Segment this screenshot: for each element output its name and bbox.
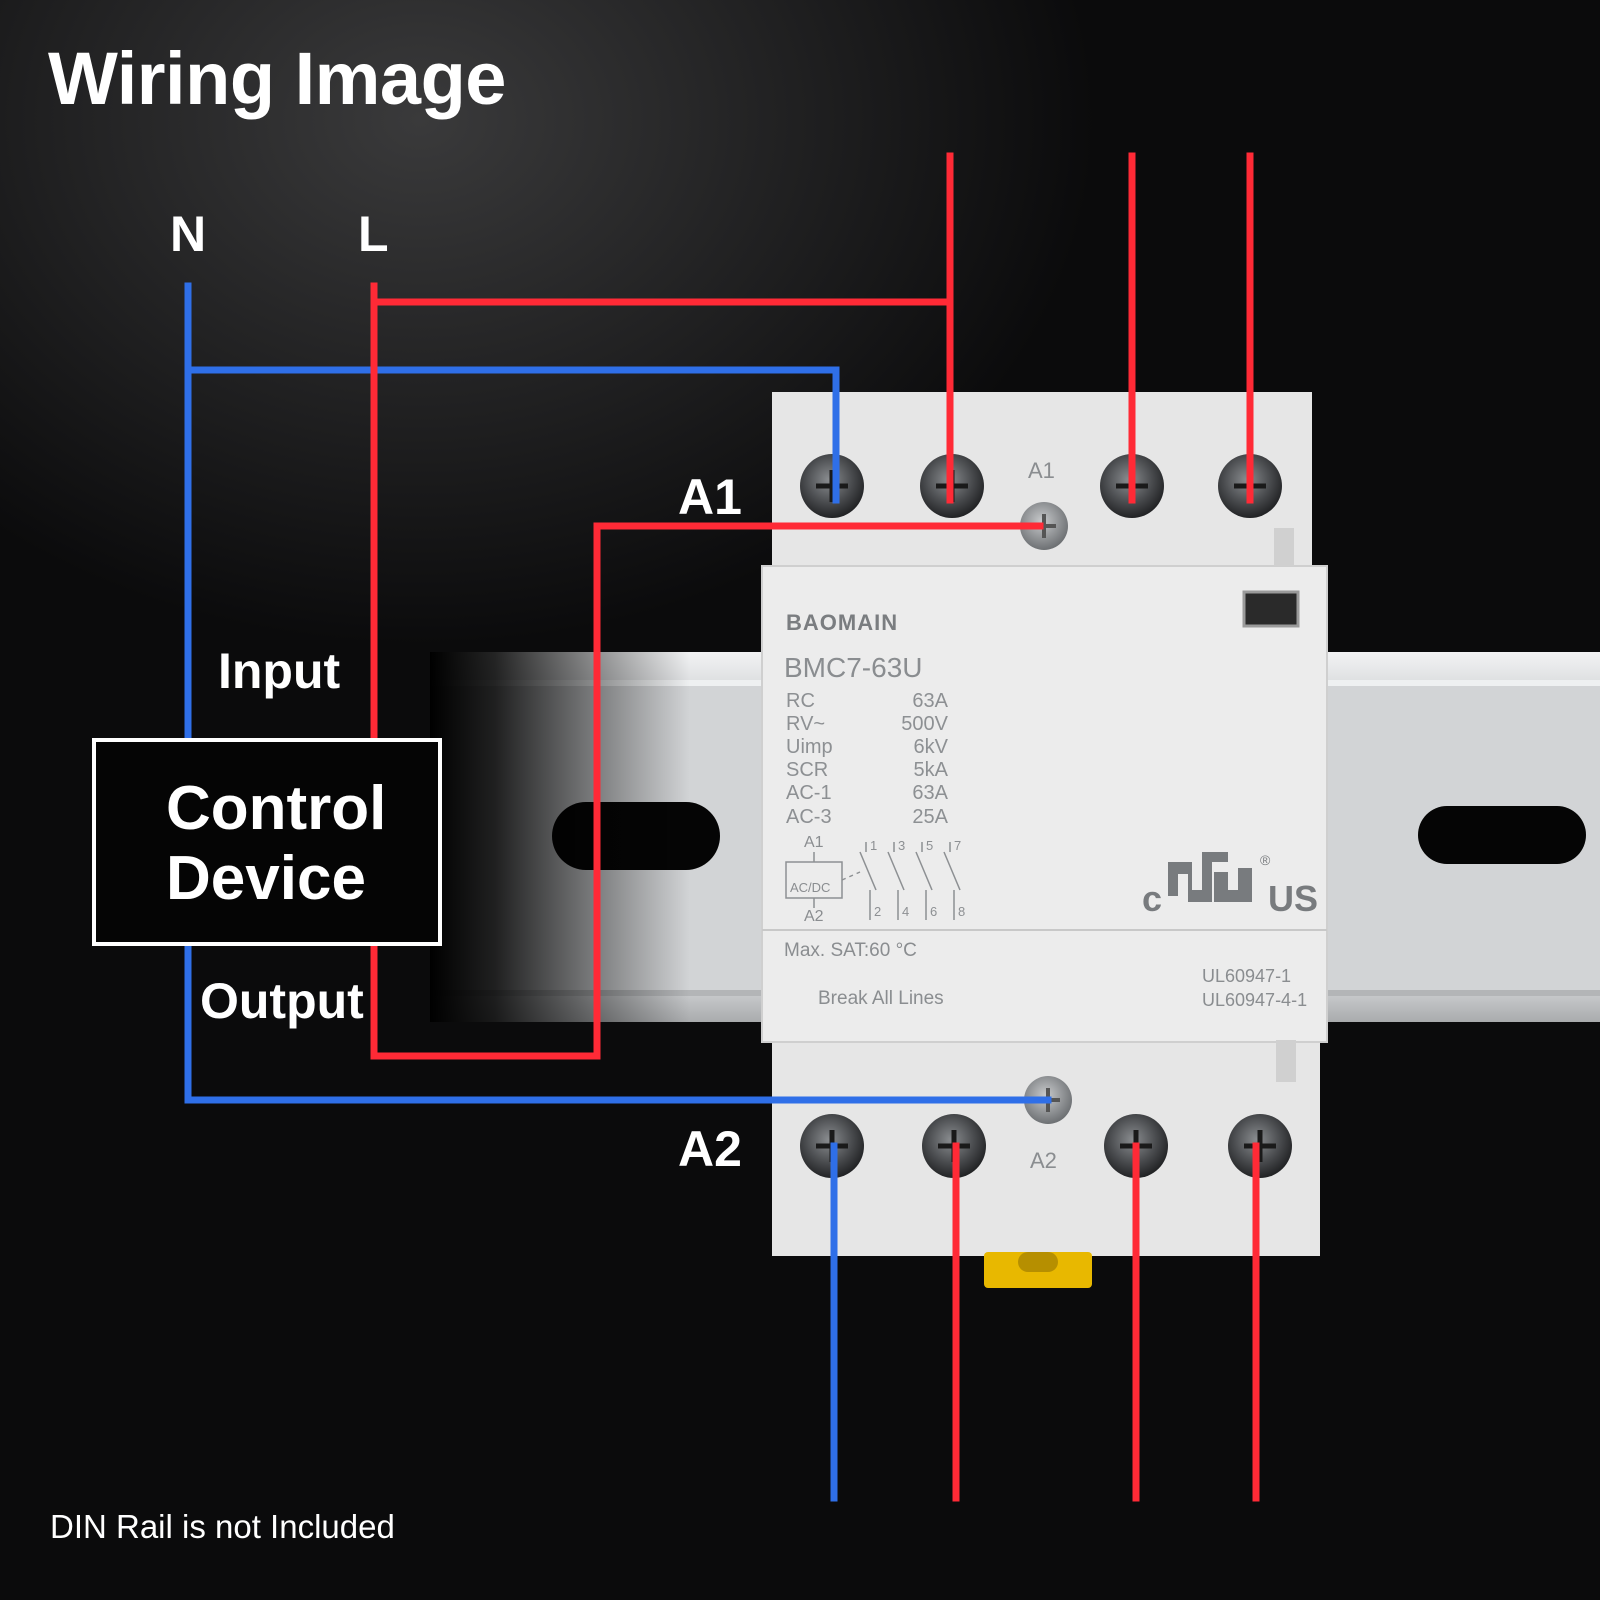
schematic-num-1: 1 <box>870 838 877 853</box>
contact-schematic <box>785 842 961 920</box>
terminal-a2-label: A2 <box>678 1121 742 1177</box>
max-temp: Max. SAT:60 °C <box>784 940 917 961</box>
spec-key: SCR <box>786 759 829 781</box>
ul-mark <box>1168 852 1252 902</box>
terminal-a1-label: A1 <box>678 469 742 525</box>
control-device-label: Control Device <box>166 774 386 914</box>
schematic-num-2: 2 <box>874 904 881 919</box>
neutral-wire <box>184 282 1052 1502</box>
cert-registered: ® <box>1260 852 1271 868</box>
control-device-line2: Device <box>166 844 366 913</box>
schematic-a2: A2 <box>804 908 824 925</box>
spec-value: 63A <box>912 690 948 712</box>
neutral-label: N <box>170 206 207 262</box>
schematic-coil: AC/DC <box>790 880 831 895</box>
control-device-box: Control Device <box>92 738 442 946</box>
terminal-a2-mark: A2 <box>1030 1148 1057 1173</box>
cert-c: c <box>1142 878 1163 919</box>
spec-key: RV~ <box>786 713 826 735</box>
schematic-num-3: 3 <box>898 838 905 853</box>
schematic-num-5: 5 <box>926 838 933 853</box>
standard: UL60947-4-1 <box>1202 990 1308 1010</box>
spec-key: Uimp <box>786 736 833 758</box>
spec-key: AC-3 <box>786 806 832 828</box>
indicator-window <box>1242 590 1300 628</box>
cert-us: US <box>1268 878 1319 919</box>
input-label: Input <box>218 643 341 699</box>
break-note: Break All Lines <box>818 988 944 1009</box>
control-device-line1: Control <box>166 774 387 843</box>
spec-value: 6kV <box>913 736 948 758</box>
device-model: BMC7-63U <box>784 652 923 683</box>
line-label: L <box>358 206 389 262</box>
terminal-a1-mark: A1 <box>1028 458 1055 483</box>
footnote: DIN Rail is not Included <box>50 1508 395 1545</box>
page-title: Wiring Image <box>48 37 506 120</box>
device-brand: BAOMAIN <box>786 610 899 635</box>
screw-icon <box>1228 1114 1292 1178</box>
rail-slot-right <box>1418 806 1586 864</box>
output-label: Output <box>200 973 364 1029</box>
schematic-a1: A1 <box>804 834 824 851</box>
screw-icon <box>800 454 864 518</box>
spec-value: 5kA <box>913 759 948 781</box>
spec-value: 500V <box>901 713 948 735</box>
schematic-num-4: 4 <box>902 904 909 919</box>
spec-key: AC-1 <box>786 782 832 804</box>
spec-value: 25A <box>912 806 948 828</box>
schematic-num-7: 7 <box>954 838 961 853</box>
spec-key: RC <box>786 690 815 712</box>
spec-value: 63A <box>912 782 948 804</box>
standard: UL60947-1 <box>1202 966 1292 986</box>
schematic-num-6: 6 <box>930 904 937 919</box>
schematic-num-8: 8 <box>958 904 965 919</box>
